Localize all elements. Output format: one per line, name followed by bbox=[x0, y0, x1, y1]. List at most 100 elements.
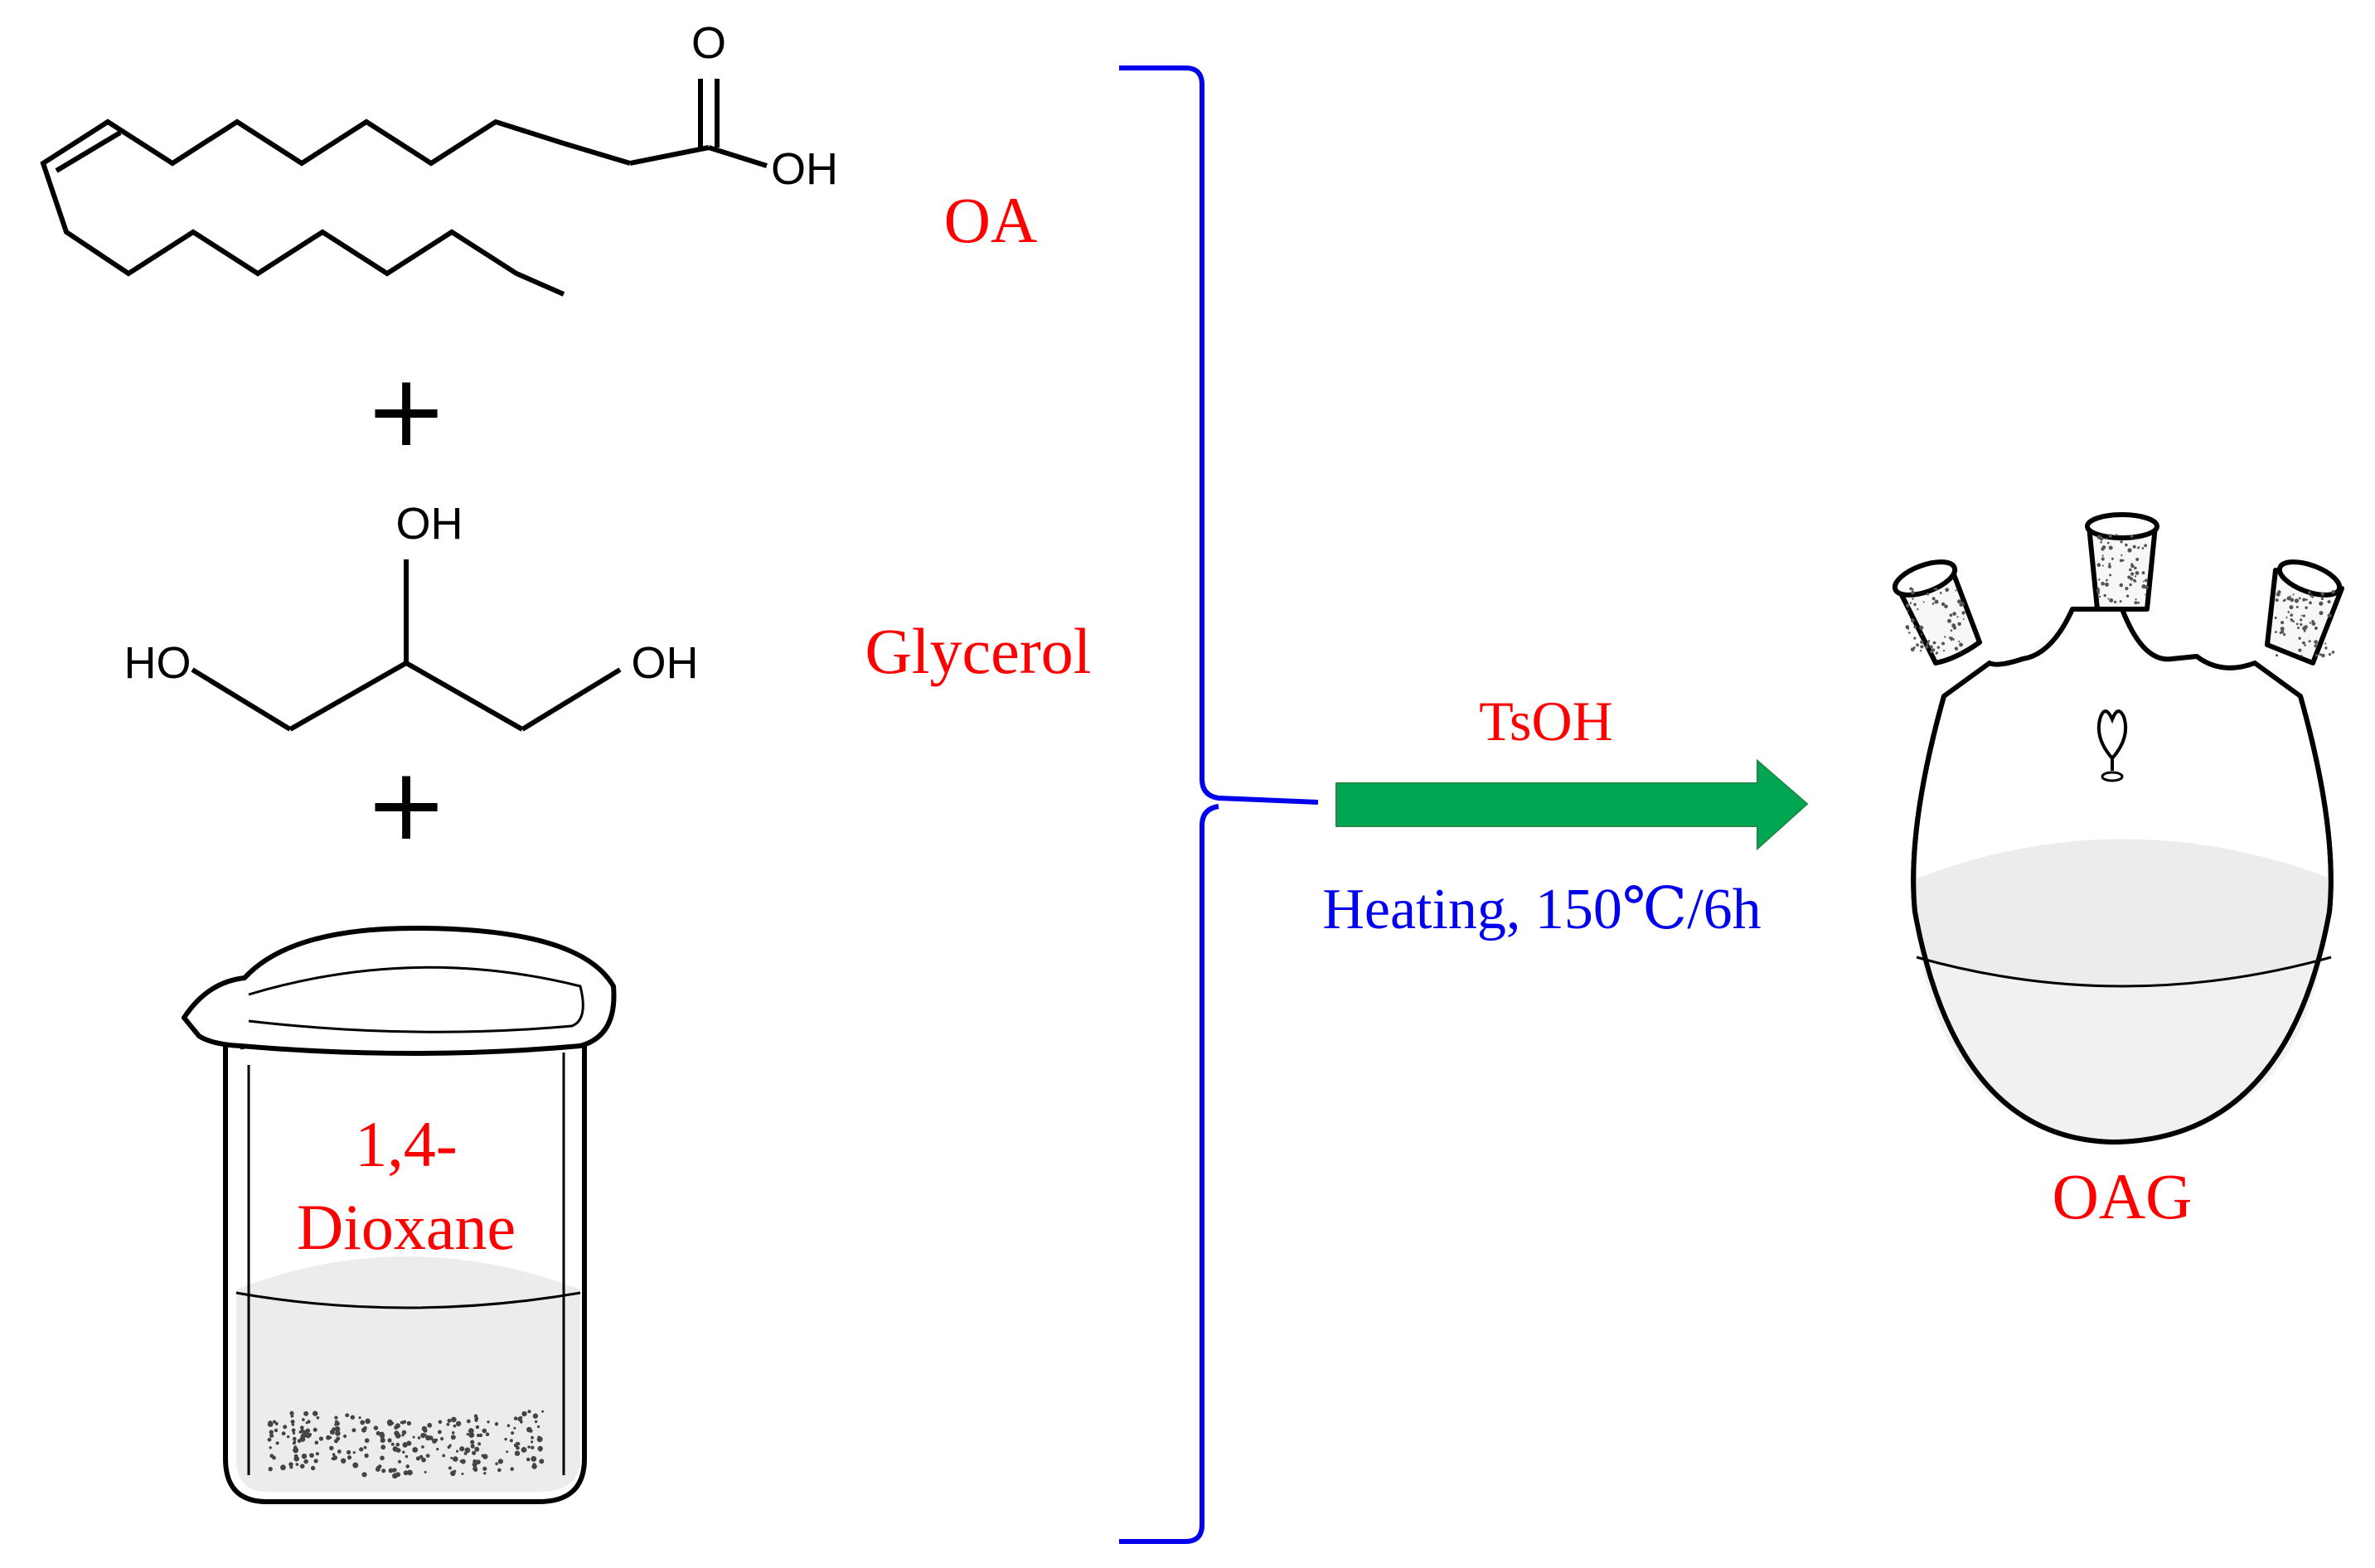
sediment-speck bbox=[365, 1418, 371, 1425]
stopper-speck bbox=[2111, 557, 2114, 560]
stopper-speck bbox=[2129, 568, 2132, 572]
glycerol-structure: OH HO OH bbox=[124, 499, 699, 732]
sediment-speck bbox=[390, 1442, 395, 1446]
sediment-speck bbox=[293, 1455, 300, 1462]
sediment-speck bbox=[526, 1426, 532, 1433]
stopper-speck bbox=[2137, 546, 2140, 549]
stopper-speck bbox=[1941, 602, 1946, 607]
cis-double-bond bbox=[55, 130, 122, 173]
sediment-speck bbox=[461, 1472, 464, 1475]
sediment-speck bbox=[459, 1446, 465, 1452]
sediment-speck bbox=[468, 1432, 475, 1438]
sediment-speck bbox=[267, 1437, 272, 1442]
sediment-speck bbox=[460, 1459, 466, 1464]
sediment-speck bbox=[407, 1469, 413, 1476]
stopper-speck bbox=[1932, 641, 1936, 645]
stopper-speck bbox=[2331, 590, 2335, 594]
sediment-speck bbox=[386, 1419, 393, 1425]
stopper-speck bbox=[1917, 608, 1919, 611]
sediment-speck bbox=[326, 1435, 331, 1440]
sediment-speck bbox=[526, 1457, 531, 1462]
stopper-speck bbox=[1956, 616, 1959, 618]
sediment-speck bbox=[539, 1448, 542, 1452]
sediment-speck bbox=[305, 1428, 311, 1434]
sediment-speck bbox=[427, 1422, 433, 1428]
sediment-speck bbox=[478, 1433, 483, 1438]
stopper-speck bbox=[2298, 648, 2302, 652]
sediment-speck bbox=[373, 1425, 379, 1430]
stopper-speck bbox=[2328, 653, 2332, 656]
beaker-sediment bbox=[267, 1410, 545, 1479]
stopper-speck bbox=[2119, 559, 2123, 563]
glycerol-bond-2 bbox=[288, 661, 408, 732]
stopper-speck bbox=[2319, 601, 2324, 606]
sediment-speck bbox=[424, 1470, 427, 1474]
stopper-speck bbox=[2135, 571, 2140, 575]
stirrer-bar bbox=[2096, 709, 2128, 782]
center-neck-stopper bbox=[2085, 512, 2159, 612]
sediment-speck bbox=[438, 1420, 443, 1425]
stopper-speck bbox=[2275, 598, 2279, 603]
stopper-speck bbox=[2096, 592, 2100, 595]
beaker-illustration bbox=[182, 926, 617, 1504]
stopper-speck bbox=[2309, 622, 2312, 624]
sediment-speck bbox=[497, 1468, 502, 1473]
stopper-speck bbox=[2300, 614, 2303, 617]
stopper-speck bbox=[2289, 595, 2291, 598]
stopper-speck bbox=[2125, 587, 2129, 591]
sediment-speck bbox=[388, 1468, 394, 1474]
sediment-speck bbox=[466, 1433, 469, 1436]
sediment-speck bbox=[303, 1459, 308, 1464]
stopper-speck bbox=[2121, 554, 2123, 557]
arrow-shape bbox=[1335, 758, 1809, 851]
sediment-speck bbox=[531, 1435, 534, 1440]
stopper-speck bbox=[1961, 611, 1965, 615]
sediment-speck bbox=[527, 1445, 531, 1449]
sediment-speck bbox=[521, 1447, 527, 1453]
stopper-speck bbox=[2099, 536, 2104, 541]
hydroxyl-bond bbox=[708, 145, 768, 168]
sediment-speck bbox=[541, 1410, 544, 1413]
sediment-speck bbox=[269, 1433, 274, 1438]
sediment-speck bbox=[425, 1435, 431, 1441]
sediment-speck bbox=[451, 1431, 455, 1435]
sediment-speck bbox=[299, 1464, 305, 1469]
stopper-speck bbox=[2308, 591, 2311, 594]
sediment-speck bbox=[343, 1434, 347, 1439]
sediment-speck bbox=[272, 1420, 277, 1424]
stopper-speck bbox=[2287, 611, 2290, 613]
glycerol-bond-3 bbox=[405, 661, 524, 732]
stopper-speck bbox=[1920, 640, 1924, 644]
sediment-speck bbox=[377, 1464, 382, 1469]
sediment-speck bbox=[513, 1416, 518, 1420]
stopper-speck bbox=[1913, 603, 1917, 607]
sediment-speck bbox=[405, 1454, 409, 1459]
sediment-speck bbox=[295, 1463, 299, 1466]
sediment-speck bbox=[521, 1411, 527, 1417]
sediment-speck bbox=[450, 1435, 456, 1440]
sediment-speck bbox=[314, 1440, 319, 1445]
beaker-rim bbox=[182, 926, 617, 1056]
stopper-speck bbox=[1927, 640, 1931, 642]
sediment-speck bbox=[289, 1465, 293, 1469]
dioxane-label-line-2: Dioxane bbox=[297, 1191, 516, 1263]
sediment-speck bbox=[402, 1450, 405, 1454]
stopper-speck bbox=[2132, 544, 2136, 549]
reactant-bracket bbox=[1119, 65, 1319, 1544]
stopper-speck bbox=[2116, 534, 2118, 536]
sediment-speck bbox=[398, 1459, 401, 1464]
sediment-speck bbox=[412, 1447, 419, 1453]
stopper-speck bbox=[2310, 594, 2313, 598]
stopper-speck bbox=[2141, 571, 2145, 575]
stopper-speck bbox=[2309, 601, 2312, 605]
sediment-speck bbox=[451, 1416, 457, 1423]
sediment-speck bbox=[358, 1416, 361, 1420]
sediment-speck bbox=[425, 1454, 430, 1458]
stopper-speck bbox=[2276, 654, 2278, 657]
stopper-speck bbox=[2311, 596, 2314, 598]
stopper-speck bbox=[2274, 617, 2277, 619]
sediment-speck bbox=[363, 1445, 367, 1449]
sediment-speck bbox=[288, 1462, 293, 1467]
sediment-speck bbox=[513, 1426, 516, 1430]
